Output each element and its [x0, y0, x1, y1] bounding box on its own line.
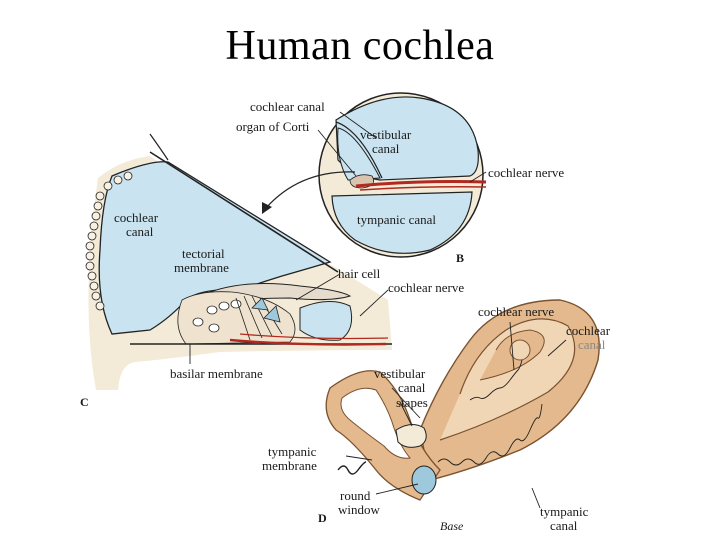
- panel-letter-b: B: [456, 251, 464, 265]
- label-cochlear-canal-d-2: canal: [578, 337, 606, 352]
- stria-vascularis: [150, 134, 168, 160]
- label-round-window-2: window: [338, 502, 381, 517]
- label-tympanic-canal-b: tympanic canal: [357, 212, 436, 227]
- label-tympanic-canal-d-1: tympanic: [540, 504, 589, 519]
- label-organ-of-corti: organ of Corti: [236, 119, 310, 134]
- label-tympanic-membrane-1: tympanic: [268, 444, 317, 459]
- panel-letter-c: C: [80, 395, 89, 409]
- label-cochlear-canal-b: cochlear canal: [250, 99, 325, 114]
- label-cochlear-nerve-b: cochlear nerve: [488, 165, 564, 180]
- label-tympanic-canal-d-2: canal: [550, 518, 578, 533]
- label-cochlear-nerve-c: cochlear nerve: [388, 280, 464, 295]
- tympanic-space-c: [300, 301, 352, 340]
- label-vestibular-canal-d-1: vestibular: [374, 366, 426, 381]
- label-vestibular-canal-b-1: vestibular: [360, 127, 412, 142]
- label-tectorial-membrane-2: membrane: [174, 260, 229, 275]
- tympanic-membrane-squiggle: [338, 462, 366, 474]
- panel-letter-d: D: [318, 511, 327, 525]
- label-tectorial-membrane-1: tectorial: [182, 246, 225, 261]
- label-cochlear-nerve-d: cochlear nerve: [478, 304, 554, 319]
- label-hair-cell: hair cell: [338, 266, 381, 281]
- round-window: [412, 466, 436, 494]
- label-cochlear-canal-c-1: cochlear: [114, 210, 159, 225]
- label-cochlear-canal-c-2: canal: [126, 224, 154, 239]
- label-vestibular-canal-b-2: canal: [372, 141, 400, 156]
- label-base: Base: [440, 519, 464, 533]
- label-basilar-membrane: basilar membrane: [170, 366, 263, 381]
- label-cochlear-canal-d-1: cochlear: [566, 323, 611, 338]
- label-stapes: stapes: [396, 395, 428, 410]
- label-round-window-1: round: [340, 488, 371, 503]
- label-vestibular-canal-d-2: canal: [398, 380, 426, 395]
- stapes: [396, 424, 426, 447]
- label-tympanic-membrane-2: membrane: [262, 458, 317, 473]
